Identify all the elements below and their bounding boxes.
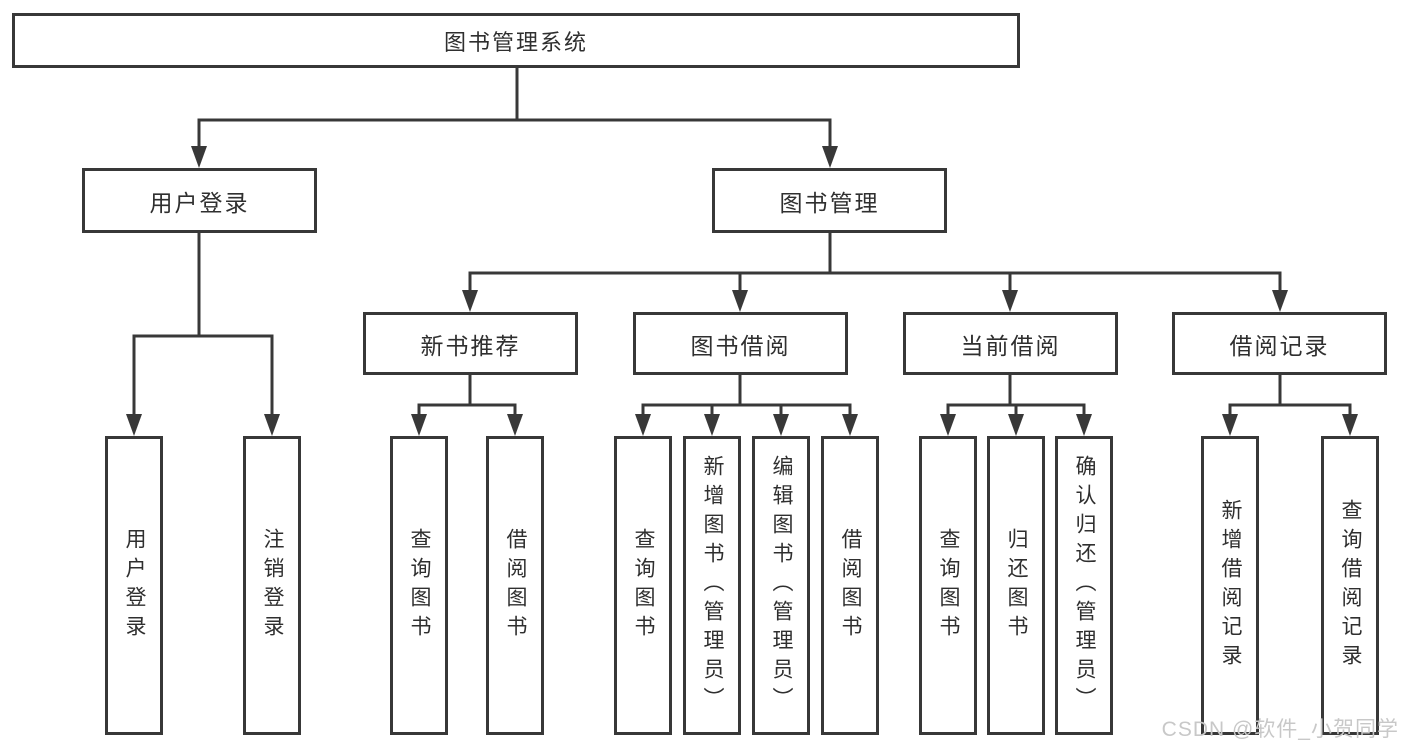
node-label: 图书借阅 (690, 332, 791, 359)
node-label: 新书推荐 (420, 332, 521, 359)
node-new-book-recommend: 新书推荐 (363, 312, 578, 375)
leaf-label: 查询借阅记录 (1339, 498, 1362, 673)
leaf-label: 注销登录 (261, 527, 284, 644)
node-book-management-module: 图书管理 (712, 168, 947, 233)
leaf-borrow-books: 借阅图书 (486, 436, 544, 735)
leaf-query-borrow-record: 查询借阅记录 (1321, 436, 1379, 735)
leaf-edit-books-admin: 编辑图书（管理员） (752, 436, 810, 735)
arrowhead-icons (126, 146, 1358, 436)
leaf-add-books-admin: 新增图书（管理员） (683, 436, 741, 735)
leaf-confirm-return-admin: 确认归还（管理员） (1055, 436, 1113, 735)
leaf-label: 查询图书 (408, 527, 431, 644)
node-label: 图书管理 (779, 189, 880, 216)
leaf-label: 用户登录 (123, 527, 146, 644)
leaf-logout: 注销登录 (243, 436, 301, 735)
node-label: 用户登录 (149, 189, 250, 216)
leaf-label: 新增借阅记录 (1219, 498, 1242, 673)
leaf-user-login: 用户登录 (105, 436, 163, 735)
leaf-label: 归还图书 (1005, 527, 1028, 644)
leaf-query-books: 查询图书 (919, 436, 977, 735)
leaf-label: 查询图书 (937, 527, 960, 644)
leaf-label: 查询图书 (632, 527, 655, 644)
leaf-label: 借阅图书 (839, 527, 862, 644)
leaf-return-books: 归还图书 (987, 436, 1045, 735)
node-current-borrow: 当前借阅 (903, 312, 1118, 375)
leaf-label: 编辑图书（管理员） (770, 455, 793, 716)
node-label: 图书管理系统 (443, 29, 588, 55)
leaf-query-books: 查询图书 (390, 436, 448, 735)
node-user-login-module: 用户登录 (82, 168, 317, 233)
node-book-borrow: 图书借阅 (633, 312, 848, 375)
leaf-borrow-books: 借阅图书 (821, 436, 879, 735)
node-borrow-record: 借阅记录 (1172, 312, 1387, 375)
leaf-label: 新增图书（管理员） (701, 455, 724, 716)
node-library-system-root: 图书管理系统 (12, 13, 1020, 68)
node-label: 借阅记录 (1229, 332, 1330, 359)
node-label: 当前借阅 (960, 332, 1061, 359)
leaf-add-borrow-record: 新增借阅记录 (1201, 436, 1259, 735)
leaf-query-books: 查询图书 (614, 436, 672, 735)
leaf-label: 确认归还（管理员） (1073, 455, 1096, 716)
leaf-label: 借阅图书 (504, 527, 527, 644)
